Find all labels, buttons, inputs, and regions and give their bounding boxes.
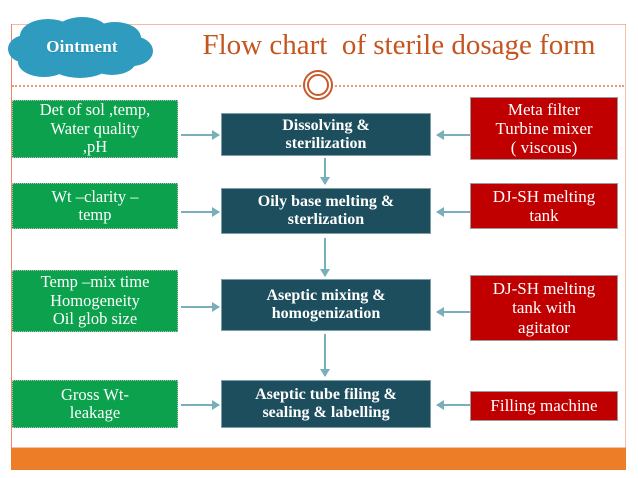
arrow-left-to-center-3	[181, 302, 220, 312]
right-equipment-box-2: DJ-SH melting tank	[470, 183, 618, 229]
arrow-right-to-center-1	[436, 130, 473, 140]
cloud-callout-label: Ointment	[46, 37, 118, 56]
arrow-right-to-center-4	[436, 400, 473, 410]
right-equipment-box-3: DJ-SH melting tank with agitator	[470, 275, 618, 341]
arrow-left-to-center-2	[181, 207, 220, 217]
left-param-box-2: Wt –clarity – temp	[12, 183, 178, 229]
left-param-box-4: Gross Wt- leakage	[12, 380, 178, 428]
arrow-right-to-center-2	[436, 207, 473, 217]
frame-border-top	[11, 24, 626, 25]
arrow-left-to-center-4	[181, 400, 220, 410]
process-box-1: Dissolving & sterilization	[221, 113, 431, 156]
arrow-process-2-to-3	[320, 238, 330, 277]
frame-border-bottom	[11, 447, 626, 448]
arrow-process-1-to-2	[320, 158, 330, 185]
frame-border-left	[11, 24, 12, 448]
right-equipment-box-1: Meta filter Turbine mixer ( viscous)	[470, 97, 618, 160]
process-box-3: Aseptic mixing & homogenization	[221, 279, 431, 331]
right-equipment-box-4: Filling machine	[470, 391, 618, 421]
left-param-box-3: Temp –mix time Homogeneity Oil glob size	[12, 270, 178, 332]
frame-border-right	[625, 24, 626, 448]
left-param-box-1: Det of sol ,temp, Water quality ,pH	[12, 100, 178, 158]
cloud-shape-icon	[8, 17, 153, 78]
process-box-2: Oily base melting & sterlization	[221, 188, 431, 234]
arrow-left-to-center-1	[181, 130, 220, 140]
process-box-4: Aseptic tube filing & sealing & labellin…	[221, 380, 431, 428]
arrow-right-to-center-3	[436, 307, 473, 317]
footer-orange-bar	[11, 448, 626, 470]
circle-ornament-icon	[303, 70, 333, 100]
page-title: Flow chart of sterile dosage form	[202, 29, 596, 61]
arrow-process-3-to-4	[320, 334, 330, 377]
cloud-callout: Ointment	[8, 16, 156, 78]
